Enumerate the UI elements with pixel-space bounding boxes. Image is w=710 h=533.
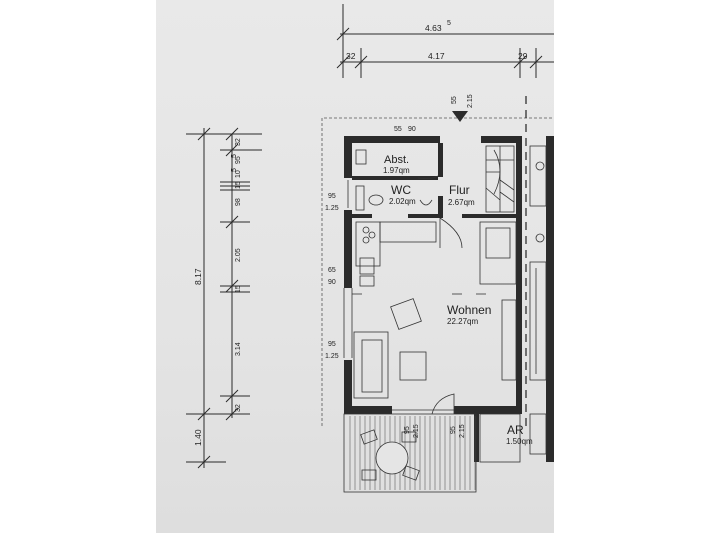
dim-door2-b: 2.15: [459, 424, 466, 438]
room-abst-name: Abst.: [384, 154, 409, 166]
dim-entry-b: 2.15: [467, 94, 474, 108]
entrance-marker: 55 2.15: [451, 94, 474, 122]
dim-door1-b: 2.15: [413, 424, 420, 438]
dim-left-total: 8.17: [193, 268, 203, 285]
room-abst-area: 1.97qm: [383, 166, 410, 175]
walls: [344, 136, 554, 462]
room-flur-area: 2.67qm: [448, 198, 475, 207]
dim-win1-a: 55: [394, 126, 402, 133]
dim-left-seg-3: 10: [235, 170, 242, 178]
dim-win3-b: 90: [328, 279, 336, 286]
dim-left-seg-5: 98: [235, 198, 242, 206]
entry-arrow-icon: [452, 111, 468, 122]
dim-left-seg-0: 32: [235, 138, 242, 146]
room-wc-name: WC: [391, 183, 411, 197]
terrace: [343, 413, 547, 493]
terrace-table: [375, 441, 409, 475]
dim-left-seg-9: 3.14: [235, 342, 242, 356]
room-labels: Abst. 1.97qm WC 2.02qm Flur 2.67qm Wohne…: [383, 154, 533, 446]
room-wc-area: 2.02qm: [389, 197, 416, 206]
dim-top-total-sup: 5: [447, 20, 451, 27]
dim-top-right: 29: [518, 51, 528, 61]
dim-left-seg-4: 5: [231, 168, 238, 172]
dim-door1-a: 95: [404, 426, 411, 434]
dim-left-seg-8: 15: [235, 285, 242, 293]
dim-top-mid: 4.17: [428, 51, 445, 61]
opening-dimensions: 55 90 95 1.25 65 90 95 1.25 95 2.15 95 2…: [325, 126, 466, 438]
dim-top-total: 4.63: [425, 23, 442, 33]
top-dimension-chain: 4.63 5 32 4.17 29: [336, 4, 554, 78]
dim-top-left: 32: [346, 51, 356, 61]
room-flur-name: Flur: [449, 183, 470, 197]
dim-left-seg-1: 95: [235, 156, 242, 164]
neighbour-unit: [529, 145, 547, 381]
room-ar-area: 1.50qm: [506, 437, 533, 446]
room-wohnen-name: Wohnen: [447, 303, 491, 317]
dim-left-seg-10: 32: [235, 404, 242, 412]
staircase: [485, 145, 515, 213]
room-wohnen-area: 22.27qm: [447, 317, 478, 326]
dim-door2-a: 95: [450, 426, 457, 434]
dim-win3-a: 65: [328, 267, 336, 274]
dim-win4-b: 1.25: [325, 353, 339, 360]
dim-win1-b: 90: [408, 126, 416, 133]
dim-win2-b: 1.25: [325, 205, 339, 212]
windows: [343, 180, 454, 411]
dim-left-seg-6: 15: [235, 181, 242, 189]
property-outline: [321, 96, 554, 430]
dim-win4-a: 95: [328, 341, 336, 348]
dim-entry-a: 55: [451, 96, 458, 104]
left-dimension-chain: 8.17 1.40 32 95 5 10 5 98 15 2.05 15 3.1…: [186, 127, 262, 469]
dim-win2-a: 95: [328, 193, 336, 200]
dim-left-seg-2: 5: [231, 154, 238, 158]
room-ar-name: AR: [507, 423, 524, 437]
dim-left-seg-7: 2.05: [235, 248, 242, 262]
fixtures: [352, 149, 517, 415]
dim-left-bottom: 1.40: [193, 429, 203, 446]
